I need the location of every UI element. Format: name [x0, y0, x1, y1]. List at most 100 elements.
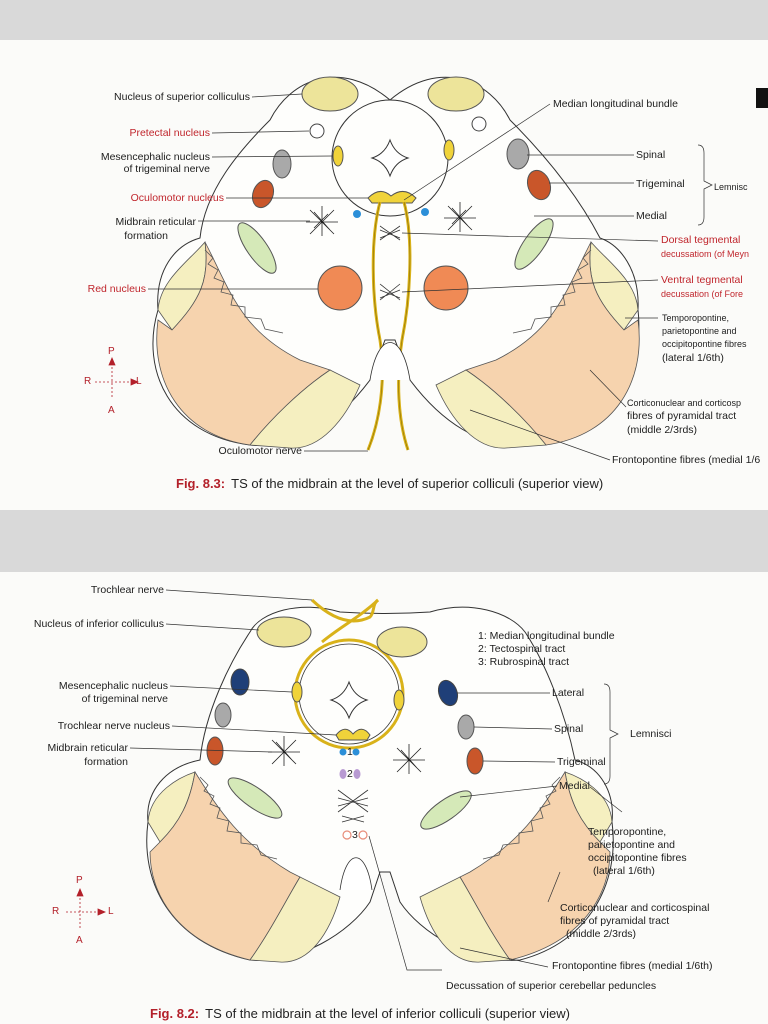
label-lemniscus-trigeminal: Trigeminal	[636, 178, 685, 190]
key-median-longitudinal-bundle: 1: Median longitudinal bundle	[478, 630, 615, 642]
medial-lemniscus-left-bottom	[227, 777, 283, 819]
crus-right-medial-bottom	[419, 876, 511, 963]
median-longitudinal-bundle-left	[339, 748, 347, 756]
medial-lemniscus-left	[237, 222, 277, 274]
label-pretectal-nucleus: Pretectal nucleus	[129, 127, 210, 139]
mesencephalic-nucleus-left-bottom	[291, 681, 303, 703]
oculomotor-nucleus-shape	[367, 191, 417, 204]
label-lemniscus-medial: Medial	[636, 210, 667, 222]
reticular-formation-left	[306, 206, 338, 236]
superior-colliculi-diagram	[95, 76, 713, 461]
key-tectospinal-tract: 2: Tectospinal tract	[478, 643, 566, 655]
mesencephalic-nucleus-right	[443, 139, 455, 161]
label-trochlear-nerve: Trochlear nerve	[90, 584, 164, 596]
orientation-r: R	[84, 376, 92, 387]
label-decussation-superior-cerebellar-peduncles: Decussation of superior cerebellar pedun…	[446, 980, 657, 992]
orientation-arrows	[95, 356, 140, 398]
label-frontopontine: Frontopontine fibres (medial 1/6	[612, 454, 761, 466]
label-mesencephalic-nucleus-2-bottom: of trigeminal nerve	[81, 693, 168, 705]
lateral-lemniscus-left	[230, 668, 250, 696]
figure-caption-text-top: TS of the midbrain at the level of super…	[231, 476, 604, 491]
label-temporopontine-2: parietopontine and	[662, 326, 737, 336]
label-median-longitudinal-bundle: Median longitudinal bundle	[553, 98, 678, 110]
interpeduncular-fossa	[369, 342, 411, 381]
trochlear-nucleus-shape	[335, 728, 371, 741]
crus-left-medial	[249, 369, 361, 449]
label-corticonuclear-2-bottom: fibres of pyramidal tract	[560, 915, 670, 927]
tectospinal-tract-right	[353, 769, 361, 779]
label-lemniscus-trigeminal-bottom: Trigeminal	[557, 756, 606, 768]
label-oculomotor-nucleus: Oculomotor nucleus	[130, 192, 224, 204]
figure-number-bottom: Fig. 8.2:	[150, 1006, 200, 1021]
leader-lines-right	[401, 103, 713, 461]
spinal-lemniscus-right	[506, 138, 530, 170]
label-mesencephalic-nucleus-1: Mesencephalic nucleus	[100, 151, 210, 163]
median-longitudinal-bundle-right	[352, 748, 360, 756]
figure-caption-text-bottom: TS of the midbrain at the level of infer…	[205, 1006, 570, 1021]
spinal-lemniscus-right-bottom	[457, 714, 475, 740]
figure-inferior-colliculi: Trochlear nerve Nucleus of inferior coll…	[0, 572, 768, 1024]
label-temporopontine-4-bottom: (lateral 1/6th)	[593, 865, 655, 877]
label-dorsal-tegmental-2: decussatiom (of Meyn	[661, 249, 750, 259]
orientation-l: L	[136, 376, 142, 387]
trigeminal-lemniscus-right-bottom	[466, 747, 484, 775]
label-corticonuclear-1: Corticonuclear and corticosp	[627, 398, 742, 408]
spinal-lemniscus-left-bottom	[214, 702, 232, 728]
figure-superior-colliculi: Nucleus of superior colliculus Pretectal…	[0, 40, 768, 510]
trigeminal-lemniscus-left-bottom	[206, 736, 224, 766]
orientation-p-bottom: P	[76, 875, 83, 886]
mesencephalic-nucleus-right-bottom	[393, 689, 405, 711]
label-lemniscus-medial-bottom: Medial	[559, 780, 590, 792]
label-midbrain-reticular-2-bottom: formation	[84, 756, 128, 768]
interpeduncular-fossa-bottom	[339, 857, 373, 891]
pretectal-nucleus-left	[309, 123, 325, 139]
crus-right-medial	[435, 369, 547, 449]
leader-lines-bottom	[129, 589, 623, 971]
label-dorsal-tegmental-1: Dorsal tegmental	[661, 234, 741, 246]
label-midbrain-reticular-1-bottom: Midbrain reticular	[47, 742, 128, 754]
substantia-nigra-left-bottom	[199, 776, 278, 860]
crus-left-medial-bottom	[249, 876, 341, 963]
label-lemniscus-lateral: Lateral	[552, 687, 585, 699]
substantia-nigra-left	[204, 249, 284, 334]
lateral-lemniscus-right	[437, 679, 459, 707]
label-temporopontine-3: occipitopontine fibres	[662, 339, 747, 349]
label-corticonuclear-2: fibres of pyramidal tract	[627, 410, 737, 422]
label-mesencephalic-nucleus-2: of trigeminal nerve	[123, 163, 210, 175]
label-mesencephalic-nucleus-1-bottom: Mesencephalic nucleus	[58, 680, 168, 692]
label-midbrain-reticular-2: formation	[124, 230, 168, 242]
orientation-p: P	[108, 346, 115, 357]
reticular-formation-right-bottom	[393, 744, 425, 774]
label-lemnisci-bottom: Lemnisci	[630, 728, 672, 740]
trigeminal-lemniscus-left	[251, 179, 275, 209]
label-corticonuclear-1-bottom: Corticonuclear and corticospinal	[560, 902, 710, 914]
label-trochlear-nerve-nucleus: Trochlear nerve nucleus	[57, 720, 170, 732]
label-temporopontine-4: (lateral 1/6th)	[662, 352, 724, 364]
tract-number-1: 1	[347, 746, 353, 758]
label-midbrain-reticular-1: Midbrain reticular	[115, 216, 196, 228]
inferior-colliculus-right	[376, 626, 428, 658]
label-temporopontine-1-bottom: Temporopontine,	[588, 826, 667, 838]
label-oculomotor-nerve: Oculomotor nerve	[218, 445, 302, 457]
inferior-colliculi-diagram	[66, 589, 623, 971]
ventral-tegmental-decussation	[379, 283, 401, 301]
substantia-nigra-right	[512, 249, 592, 334]
page-corner-mark	[756, 88, 768, 108]
tract-number-3: 3	[352, 829, 358, 841]
rubrospinal-tract-left	[342, 830, 352, 840]
label-temporopontine-3-bottom: occipitopontine fibres	[588, 852, 687, 864]
orientation-r-bottom: R	[52, 906, 60, 917]
orientation-a-bottom: A	[76, 935, 83, 946]
label-lemnisci: Lemnisc	[714, 182, 748, 192]
label-frontopontine-bottom: Frontopontine fibres (medial 1/6th)	[552, 960, 713, 972]
trochlear-nerve-right	[321, 598, 380, 644]
rubrospinal-tract-right	[358, 830, 368, 840]
orientation-l-bottom: L	[108, 906, 114, 917]
mesencephalic-nucleus-left	[332, 145, 344, 167]
key-rubrospinal-tract: 3: Rubrospinal tract	[478, 656, 570, 668]
superior-colliculus-left	[301, 76, 359, 112]
pretectal-nucleus-right	[471, 116, 487, 132]
label-temporopontine-2-bottom: parietopontine and	[588, 839, 675, 851]
reticular-formation-left-bottom	[268, 736, 300, 766]
label-nucleus-inferior-colliculus: Nucleus of inferior colliculus	[33, 618, 164, 630]
